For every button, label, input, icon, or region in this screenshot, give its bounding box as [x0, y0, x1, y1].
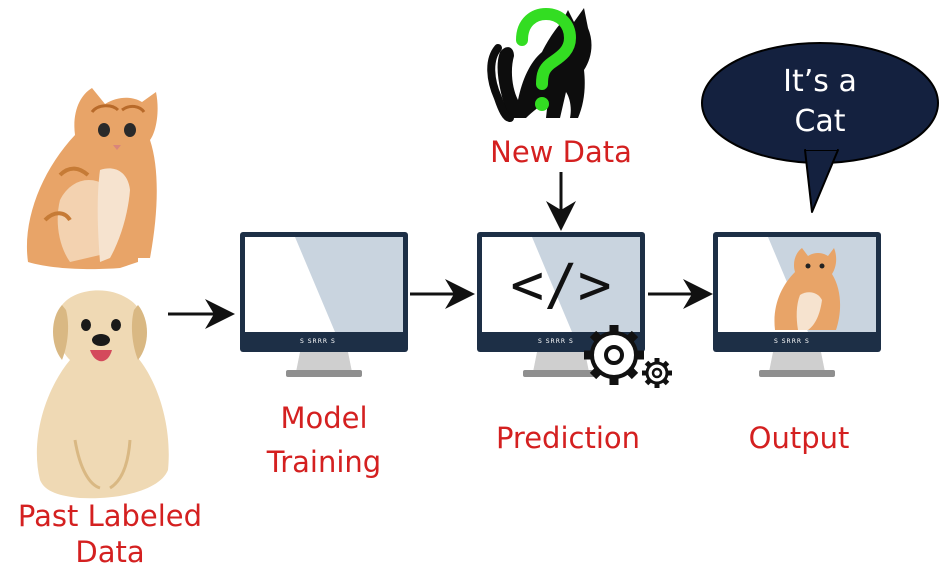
monitor-brand-output: S SRRR S [774, 338, 810, 345]
bubble-text-line2: Cat [794, 104, 846, 139]
monitor-brand-training: S SRRR S [300, 338, 336, 345]
label-model-training-line2: Training [266, 445, 382, 479]
golden-puppy-image [36, 290, 169, 499]
gear-icon [584, 325, 672, 388]
bubble-text-line1: It’s a [783, 64, 857, 99]
label-output: Output [748, 421, 850, 455]
label-past-data-line1: Past Labeled [17, 499, 203, 533]
monitor-training [240, 232, 408, 377]
label-model-training-line1: Model [280, 401, 368, 435]
label-prediction: Prediction [495, 421, 641, 455]
monitor-brand-prediction: S SRRR S [538, 338, 574, 345]
label-new-data: New Data [490, 135, 632, 169]
monitor-prediction [477, 232, 645, 377]
output-cat-image [774, 248, 841, 330]
label-past-data-line2: Data [75, 535, 145, 569]
green-question-mark-icon [516, 7, 577, 111]
orange-kitten-image [26, 88, 160, 270]
speech-bubble [701, 42, 939, 213]
code-symbol: </> [510, 253, 612, 318]
